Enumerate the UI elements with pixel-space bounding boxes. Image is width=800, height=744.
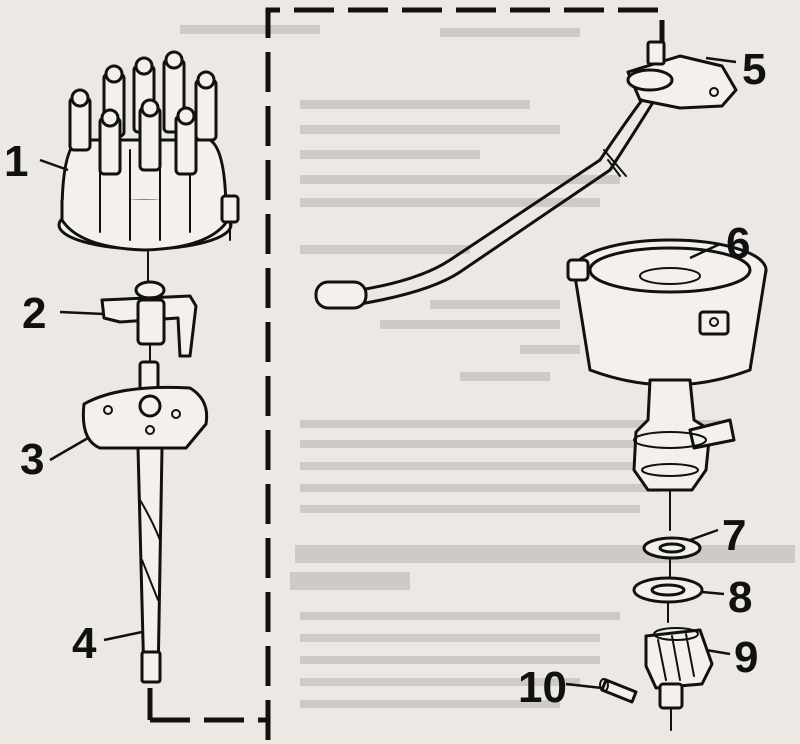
callout-1: 1 bbox=[4, 137, 28, 186]
callout-4: 4 bbox=[72, 619, 97, 668]
callout-5: 5 bbox=[742, 45, 766, 94]
distributor-housing bbox=[566, 238, 768, 531]
background-text-ghost bbox=[180, 25, 795, 708]
callout-2: 2 bbox=[22, 289, 46, 338]
drive-gear bbox=[644, 627, 714, 731]
rotor bbox=[100, 280, 198, 373]
roll-pin bbox=[599, 678, 638, 704]
pickup-and-harness bbox=[314, 40, 738, 310]
dashed-frame bbox=[147, 7, 665, 740]
leader-lines bbox=[39, 56, 737, 690]
washer-large bbox=[632, 576, 704, 623]
callout-labels: 1 2 3 4 5 6 7 8 9 10 bbox=[4, 45, 766, 712]
callout-7: 7 bbox=[722, 511, 746, 560]
callout-6: 6 bbox=[726, 219, 750, 268]
callout-9: 9 bbox=[734, 633, 758, 682]
callout-8: 8 bbox=[728, 573, 752, 622]
shaft-assembly bbox=[81, 360, 209, 684]
cap-terminals bbox=[68, 50, 218, 176]
callout-10: 10 bbox=[518, 663, 567, 712]
callout-3: 3 bbox=[20, 435, 44, 484]
distributor-cap bbox=[57, 50, 240, 252]
